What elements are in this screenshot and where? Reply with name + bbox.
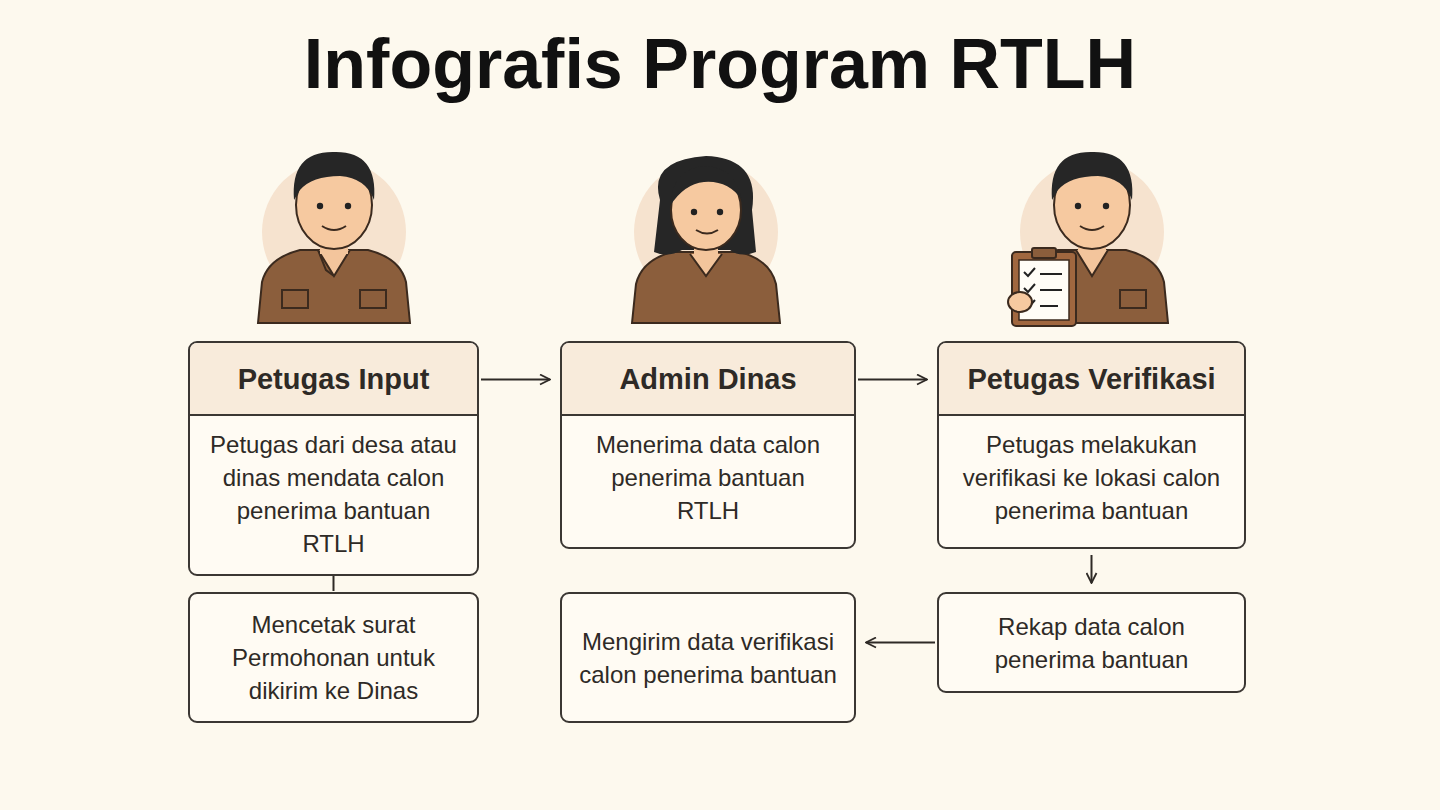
step-box: Mencetak surat Permohonan untuk dikirim …: [188, 592, 479, 723]
box-heading: Petugas Verifikasi: [939, 343, 1244, 416]
box-text: Menerima data calon penerima bantuan RTL…: [562, 416, 854, 539]
person-figure: [258, 152, 410, 323]
box-text: Petugas melakukan verifikasi ke lokasi c…: [939, 416, 1244, 539]
box-heading: Admin Dinas: [562, 343, 854, 416]
box-text: Mencetak surat Permohonan untuk dikirim …: [190, 596, 477, 719]
box-text: Mengirim data verifikasi calon penerima …: [562, 613, 854, 703]
box-heading: Petugas Input: [190, 343, 477, 416]
connector-line: [333, 576, 335, 591]
page-title: Infografis Program RTLH: [0, 18, 1440, 110]
flow-arrow: [858, 379, 927, 381]
flow-arrow: [866, 642, 935, 644]
role-box: Petugas VerifikasiPetugas melakukan veri…: [937, 341, 1246, 549]
step-box: Rekap data calon penerima bantuan: [937, 592, 1246, 693]
role-box: Admin DinasMenerima data calon penerima …: [560, 341, 856, 549]
person-figure: [632, 156, 780, 323]
person-figure: [1008, 152, 1168, 326]
role-box: Petugas InputPetugas dari desa atau dina…: [188, 341, 479, 576]
box-text: Rekap data calon penerima bantuan: [939, 598, 1244, 688]
flow-arrow: [481, 379, 550, 381]
box-text: Petugas dari desa atau dinas mendata cal…: [190, 416, 477, 572]
flow-arrow: [1091, 555, 1093, 583]
clipboard-icon: [1008, 248, 1076, 326]
step-box: Mengirim data verifikasi calon penerima …: [560, 592, 856, 723]
